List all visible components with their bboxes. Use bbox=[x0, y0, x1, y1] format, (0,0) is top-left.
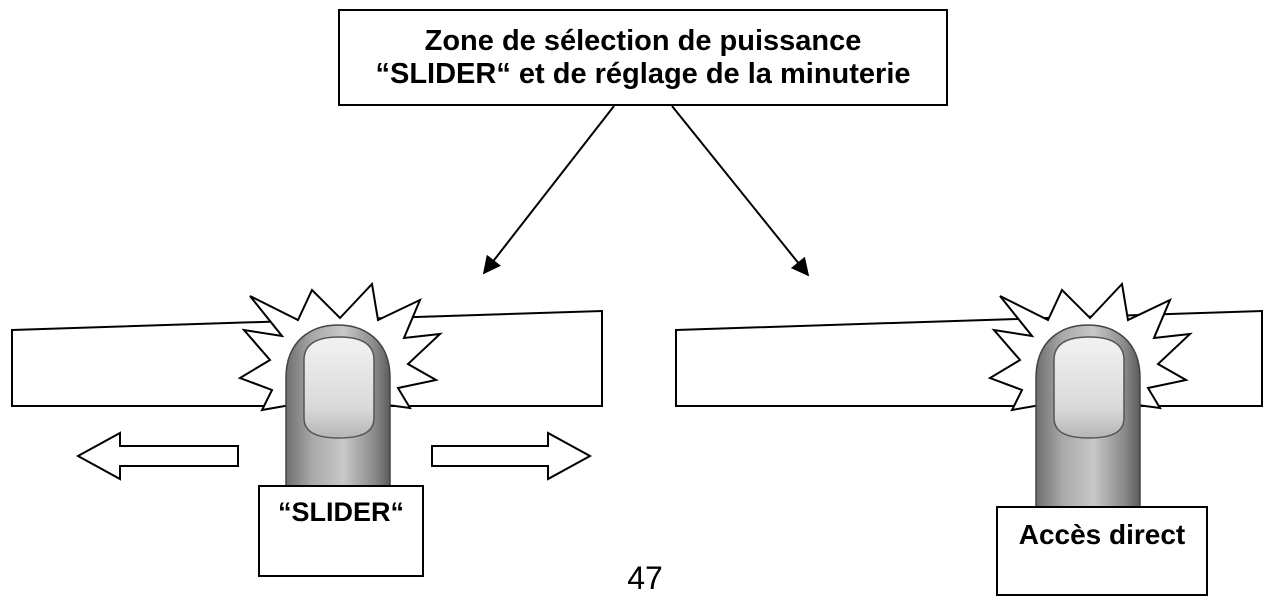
zone-title-line2: “SLIDER“ et de réglage de la minuterie bbox=[375, 57, 911, 90]
arrow-to-slider-panel bbox=[482, 105, 615, 275]
pointer-arrows bbox=[482, 105, 810, 277]
zone-title-line1: Zone de sélection de puissance bbox=[424, 24, 862, 57]
direct-access-label-box: Accès direct bbox=[996, 506, 1208, 596]
page-number: 47 bbox=[627, 560, 663, 596]
zone-title-callout: Zone de sélection de puissance “SLIDER“ … bbox=[338, 9, 948, 106]
fingernail-left bbox=[303, 336, 375, 439]
arrow-right-icon bbox=[431, 431, 593, 481]
arrow-to-direct-panel bbox=[671, 105, 810, 277]
touch-strip-right bbox=[675, 309, 1263, 407]
slider-label: “SLIDER“ bbox=[277, 497, 404, 527]
slider-panel-illustration bbox=[11, 281, 603, 501]
fingernail-right bbox=[1053, 336, 1125, 439]
direct-panel-illustration bbox=[675, 281, 1263, 511]
slider-label-box: “SLIDER“ bbox=[258, 485, 424, 577]
direct-access-label: Accès direct bbox=[1018, 519, 1186, 550]
arrow-left-icon bbox=[75, 431, 239, 481]
